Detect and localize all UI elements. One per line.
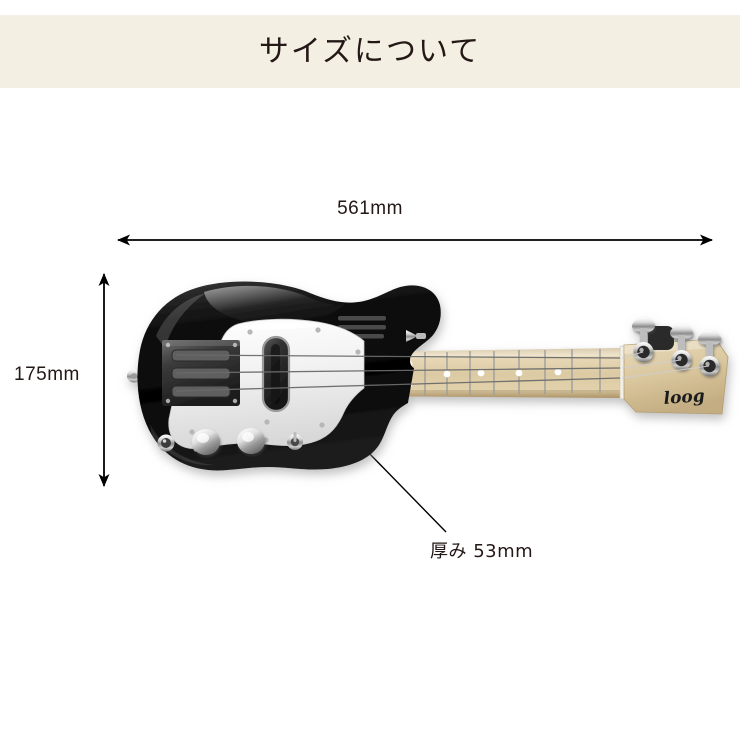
body-joint-hardware	[406, 330, 426, 342]
header-band: サイズについて	[0, 15, 740, 88]
volume-knob	[192, 429, 220, 455]
tone-knob	[237, 428, 265, 454]
headstock: loog	[621, 318, 729, 415]
page-title: サイズについて	[258, 33, 482, 69]
guitar-illustration: loog	[127, 281, 729, 471]
selector-switch	[287, 432, 303, 450]
width-dimension-label: 561mm	[337, 198, 403, 219]
controls	[157, 428, 303, 455]
bridge-saddles	[171, 349, 231, 398]
height-dimension-label: 175mm	[14, 364, 80, 385]
output-jack	[157, 434, 175, 452]
strings	[175, 354, 621, 392]
tuning-pegs	[632, 318, 721, 376]
pickup	[261, 335, 291, 413]
depth-callout-label: 厚み 53mm	[430, 541, 534, 562]
brand-logo-text: loog	[663, 386, 705, 409]
